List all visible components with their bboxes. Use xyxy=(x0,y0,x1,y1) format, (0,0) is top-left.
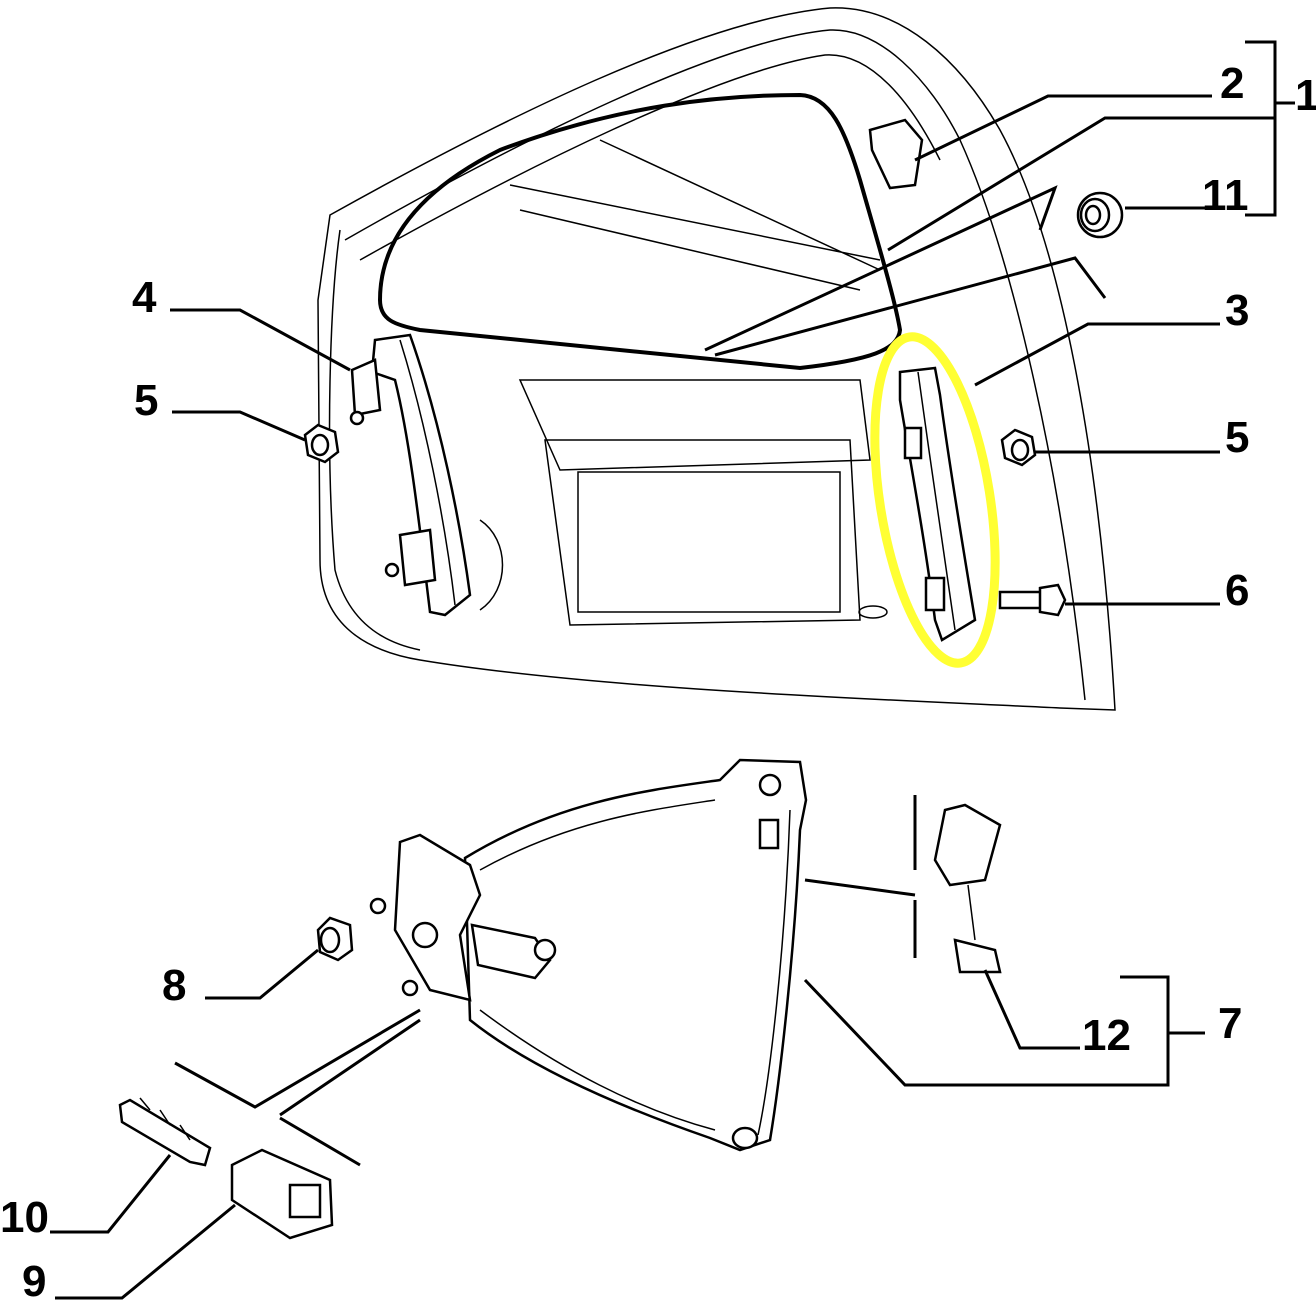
label-part-9: 9 xyxy=(22,1257,46,1300)
label-part-11: 11 xyxy=(1202,171,1249,220)
part-11-grommet xyxy=(1076,191,1124,239)
part-4-guide-rail xyxy=(349,333,472,617)
part-5-nut-right xyxy=(1000,428,1037,467)
part-3-guide-rail xyxy=(898,366,977,642)
label-part-8: 8 xyxy=(162,961,186,1010)
highlight-ellipse xyxy=(870,332,1000,668)
label-part-5-right: 5 xyxy=(1225,413,1249,462)
part-10-clip xyxy=(118,1097,212,1167)
part-12-cable xyxy=(933,803,1002,974)
label-part-2: 2 xyxy=(1220,59,1244,108)
label-part-4: 4 xyxy=(132,273,157,322)
part-9-connector xyxy=(230,1148,334,1240)
part-8-nut xyxy=(316,916,354,962)
part-5-nut-left xyxy=(303,423,340,464)
label-part-3: 3 xyxy=(1225,286,1249,335)
label-part-7: 7 xyxy=(1218,999,1242,1048)
part-7-window-regulator xyxy=(369,758,808,1152)
label-part-12: 12 xyxy=(1082,1011,1131,1060)
label-part-1: 1 xyxy=(1295,71,1316,120)
part-6-bolt xyxy=(998,583,1067,617)
part-2-clip xyxy=(868,118,924,190)
label-part-10: 10 xyxy=(0,1193,49,1242)
label-part-6: 6 xyxy=(1225,566,1249,615)
door-panel xyxy=(317,7,1116,711)
leader-lines xyxy=(50,40,1295,1300)
label-part-5-left: 5 xyxy=(134,376,158,425)
